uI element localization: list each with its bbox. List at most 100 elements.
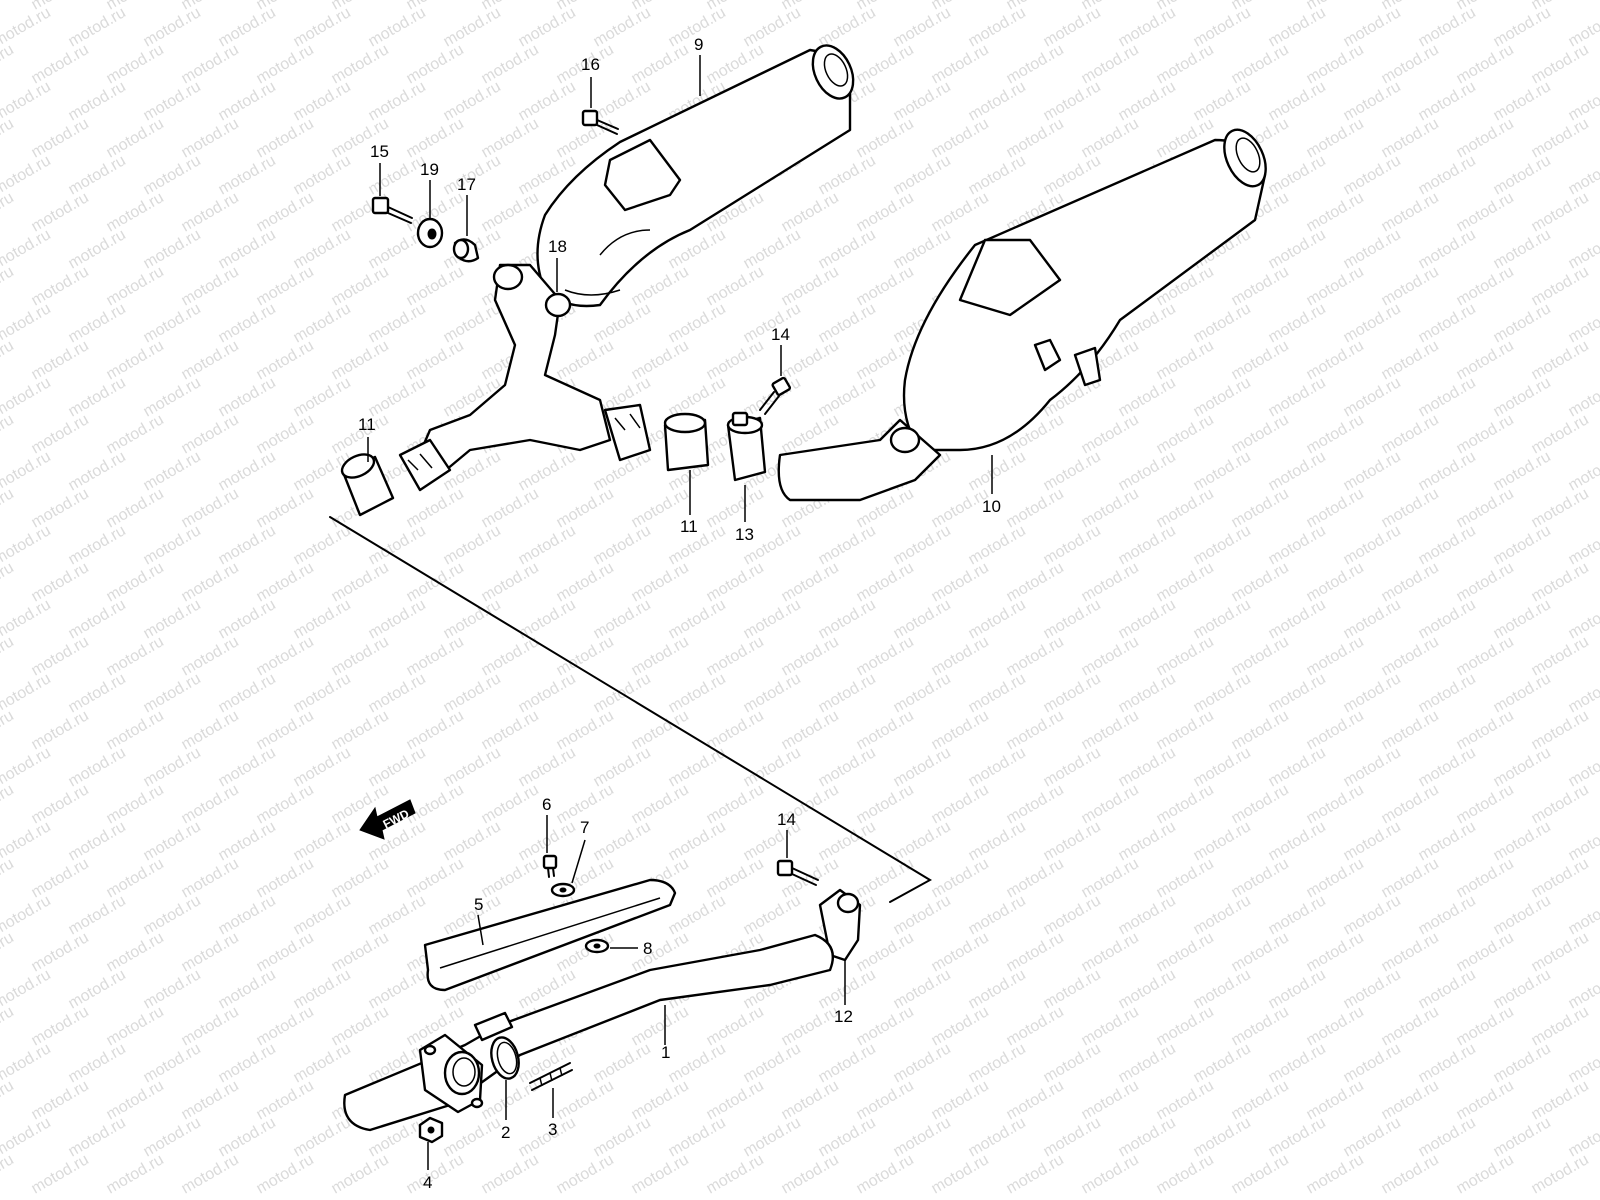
watermark-text: motod.ru (66, 300, 129, 346)
callout-3: 3 (548, 1120, 557, 1139)
watermark-text: motod.ru (1004, 41, 1067, 87)
watermark-text: motod.ru (666, 670, 729, 716)
watermark-text: motod.ru (29, 189, 92, 235)
watermark-text: motod.ru (216, 448, 279, 494)
watermark-text: motod.ru (1191, 966, 1254, 1012)
watermark-text: motod.ru (1491, 596, 1554, 642)
watermark-text: motod.ru (966, 1040, 1029, 1086)
watermark-text: motod.ru (404, 263, 467, 309)
watermark-text: motod.ru (1454, 559, 1517, 605)
watermark-text: motod.ru (29, 707, 92, 753)
watermark-text: motod.ru (216, 892, 279, 938)
watermark-text: motod.ru (1416, 596, 1479, 642)
watermark-text: motod.ru (0, 41, 17, 87)
watermark-text: motod.ru (629, 1151, 692, 1197)
watermark-text: motod.ru (1416, 522, 1479, 568)
callout-19: 19 (420, 160, 439, 179)
watermark-text: motod.ru (104, 189, 167, 235)
watermark-text: motod.ru (1266, 374, 1329, 420)
watermark-text: motod.ru (1304, 485, 1367, 531)
watermark-text: motod.ru (29, 485, 92, 531)
watermark-text: motod.ru (0, 855, 17, 901)
watermark-text: motod.ru (141, 4, 204, 50)
watermark-text: motod.ru (1266, 892, 1329, 938)
watermark-text: motod.ru (216, 966, 279, 1012)
watermark-text: motod.ru (854, 115, 917, 161)
watermark-text: motod.ru (1454, 929, 1517, 975)
watermark-text: motod.ru (254, 485, 317, 531)
watermark-text: motod.ru (516, 522, 579, 568)
watermark-text: motod.ru (1041, 966, 1104, 1012)
watermark-text: motod.ru (1079, 1003, 1142, 1049)
watermark-text: motod.ru (1116, 4, 1179, 50)
watermark-text: motod.ru (1529, 485, 1592, 531)
watermark-text: motod.ru (704, 1151, 767, 1197)
watermark-text: motod.ru (179, 781, 242, 827)
watermark-text: motod.ru (966, 522, 1029, 568)
watermark-text: motod.ru (141, 744, 204, 790)
watermark-text: motod.ru (0, 1003, 17, 1049)
watermark-text: motod.ru (1079, 41, 1142, 87)
watermark-text: motod.ru (966, 1114, 1029, 1160)
watermark-text: motod.ru (404, 707, 467, 753)
watermark-text: motod.ru (1229, 559, 1292, 605)
watermark-text: motod.ru (1529, 115, 1592, 161)
watermark-text: motod.ru (816, 1114, 879, 1160)
watermark-text: motod.ru (1529, 337, 1592, 383)
watermark-text: motod.ru (966, 892, 1029, 938)
watermark-text: motod.ru (1116, 1114, 1179, 1160)
watermark-text: motod.ru (666, 892, 729, 938)
watermark-text: motod.ru (1004, 855, 1067, 901)
watermark-text: motod.ru (366, 78, 429, 124)
watermark-text: motod.ru (891, 670, 954, 716)
watermark-text: motod.ru (591, 300, 654, 346)
watermark-text: motod.ru (929, 1077, 992, 1123)
watermark-text: motod.ru (1416, 78, 1479, 124)
watermark-text: motod.ru (666, 818, 729, 864)
watermark-text: motod.ru (1266, 152, 1329, 198)
watermark-text: motod.ru (179, 633, 242, 679)
watermark-text: motod.ru (291, 596, 354, 642)
watermark-text: motod.ru (1491, 300, 1554, 346)
callout-4: 4 (423, 1173, 432, 1192)
watermark-text: motod.ru (666, 744, 729, 790)
watermark-text: motod.ru (141, 1114, 204, 1160)
watermark-text: motod.ru (216, 152, 279, 198)
watermark-text: motod.ru (816, 744, 879, 790)
watermark-text: motod.ru (66, 1040, 129, 1086)
watermark-text: motod.ru (1491, 670, 1554, 716)
watermark-text: motod.ru (1304, 929, 1367, 975)
watermark-text: motod.ru (1454, 115, 1517, 161)
watermark-text: motod.ru (1304, 263, 1367, 309)
watermark-text: motod.ru (891, 892, 954, 938)
watermark-text: motod.ru (741, 374, 804, 420)
watermark-text: motod.ru (1116, 448, 1179, 494)
watermark-text: motod.ru (441, 670, 504, 716)
callout-14: 14 (771, 325, 790, 344)
watermark-text: motod.ru (479, 115, 542, 161)
watermark-text: motod.ru (1454, 263, 1517, 309)
watermark-text: motod.ru (1229, 411, 1292, 457)
watermark-text: motod.ru (1529, 929, 1592, 975)
watermark-text: motod.ru (1191, 4, 1254, 50)
watermark-text: motod.ru (66, 152, 129, 198)
watermark-text: motod.ru (1454, 189, 1517, 235)
watermark-text: motod.ru (1491, 226, 1554, 272)
watermark-text: motod.ru (1341, 1114, 1404, 1160)
watermark-text: motod.ru (1116, 892, 1179, 938)
watermark-text: motod.ru (179, 263, 242, 309)
watermark-text: motod.ru (966, 744, 1029, 790)
y-pipe-assembly (398, 263, 652, 492)
watermark-text: motod.ru (1416, 1040, 1479, 1086)
watermark-text: motod.ru (1416, 966, 1479, 1012)
watermark-text: motod.ru (404, 337, 467, 383)
watermark-text: motod.ru (816, 4, 879, 50)
watermark-text: motod.ru (1416, 892, 1479, 938)
watermark-text: motod.ru (1529, 707, 1592, 753)
watermark-text: motod.ru (1154, 559, 1217, 605)
watermark-text: motod.ru (1041, 1040, 1104, 1086)
watermark-text: motod.ru (779, 1151, 842, 1197)
watermark-text: motod.ru (741, 1040, 804, 1086)
watermark-text: motod.ru (929, 781, 992, 827)
